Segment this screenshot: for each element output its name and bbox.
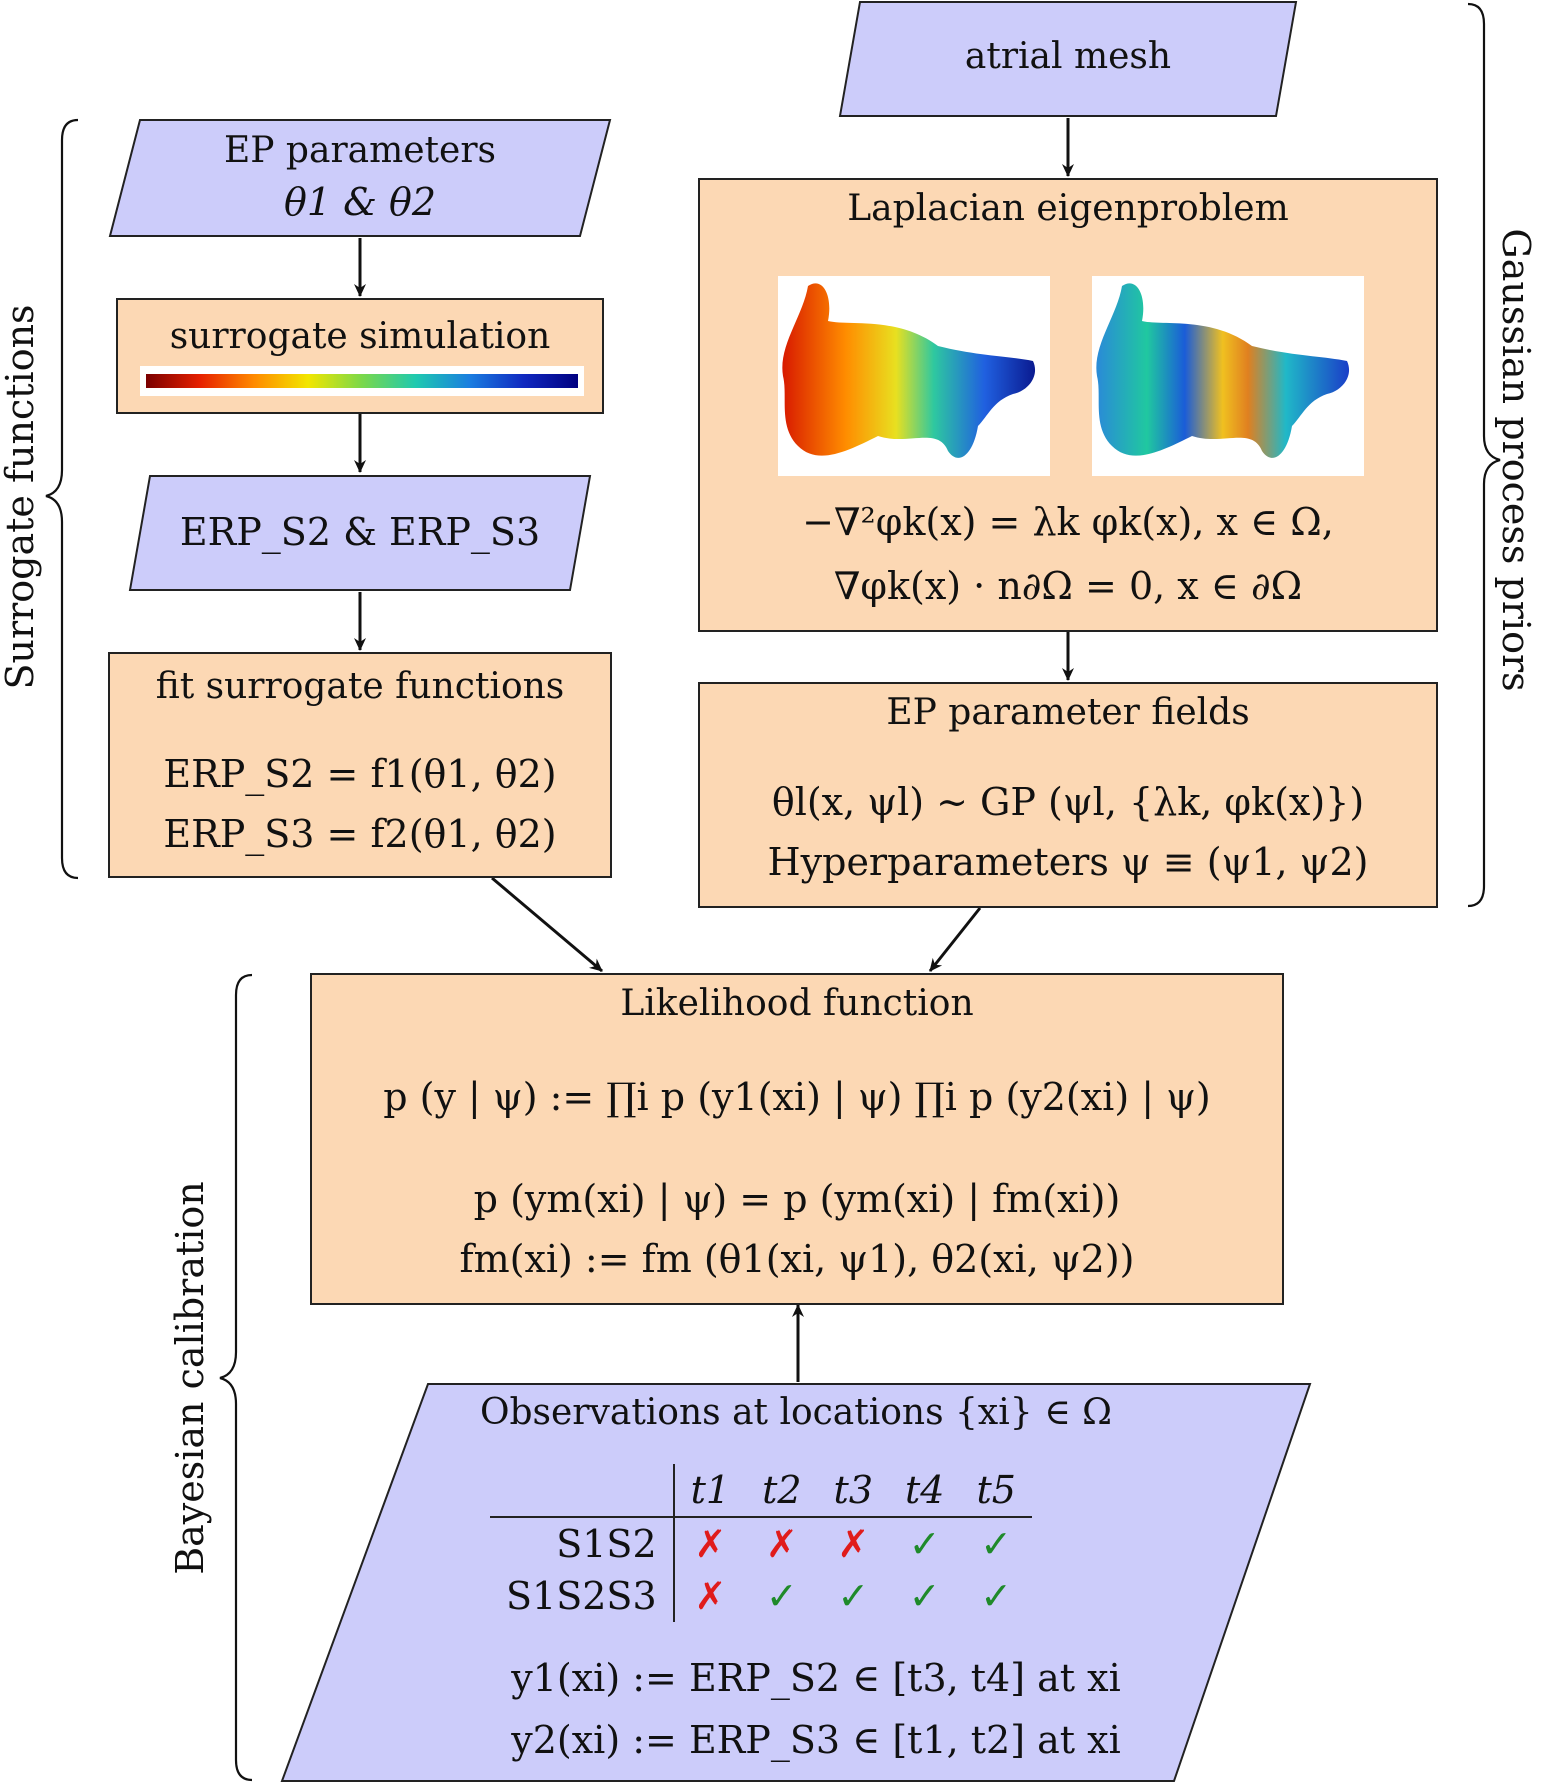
check-icon: ✓ bbox=[765, 1574, 798, 1618]
row-label: S1S2S3 bbox=[490, 1570, 675, 1622]
cross-icon: ✗ bbox=[694, 1574, 727, 1618]
fit-eq-s3: ERP_S3 = f2(θ1, θ2) bbox=[163, 812, 557, 856]
check-icon: ✓ bbox=[837, 1574, 870, 1618]
observations-title: Observations at locations {xi} ∈ Ω bbox=[479, 1392, 1113, 1433]
likelihood-eq1: p (y | ψ) := ∏i p (y1(xi) | ψ) ∏i p (y2(… bbox=[383, 1075, 1211, 1119]
table-row: S1S2S3 ✗ ✓ ✓ ✓ ✓ bbox=[490, 1570, 1032, 1622]
table-corner bbox=[490, 1464, 675, 1518]
column-header: t4 bbox=[889, 1464, 961, 1518]
check-icon: ✓ bbox=[908, 1522, 941, 1566]
erp-box-label: ERP_S2 & ERP_S3 bbox=[179, 510, 541, 554]
cross-icon: ✗ bbox=[837, 1522, 870, 1566]
ep-parameters-box: EP parameters θ1 & θ2 bbox=[108, 118, 612, 238]
observation-def-y2: y2(xi) := ERP_S3 ∈ [t1, t2] at xi bbox=[511, 1718, 1121, 1762]
check-icon: ✓ bbox=[908, 1574, 941, 1618]
check-icon: ✓ bbox=[980, 1522, 1013, 1566]
column-header: t2 bbox=[746, 1464, 818, 1518]
likelihood-title: Likelihood function bbox=[620, 983, 974, 1024]
ep-parameter-fields-box: EP parameter fields θl(x, ψl) ∼ GP (ψl, … bbox=[698, 682, 1438, 908]
likelihood-eq3: fm(xi) := fm (θ1(xi, ψ1), θ2(xi, ψ2)) bbox=[459, 1237, 1135, 1281]
surrogate-simulation-title: surrogate simulation bbox=[169, 316, 551, 357]
label-surrogate-functions: Surrogate functions bbox=[0, 304, 42, 690]
fields-hyperparameters: Hyperparameters ψ ≡ (ψ1, ψ2) bbox=[767, 840, 1369, 884]
atrial-mesh-label: atrial mesh bbox=[964, 36, 1172, 77]
cross-icon: ✗ bbox=[765, 1522, 798, 1566]
label-gaussian-process-priors: Gaussian process priors bbox=[1494, 228, 1538, 692]
likelihood-box: Likelihood function p (y | ψ) := ∏i p (y… bbox=[310, 973, 1284, 1305]
fit-surrogate-title: fit surrogate functions bbox=[155, 666, 565, 707]
laplacian-eq2: ∇φk(x) · n∂Ω = 0, x ∈ ∂Ω bbox=[833, 564, 1303, 608]
fields-eq-gp: θl(x, ψl) ∼ GP (ψl, {λk, φk(x)}) bbox=[771, 780, 1365, 824]
ep-parameters-thetas: θ1 & θ2 bbox=[283, 180, 437, 224]
arrow-fields-to-likelihood bbox=[928, 907, 982, 972]
ep-parameters-title: EP parameters bbox=[223, 130, 497, 171]
erp-box: ERP_S2 & ERP_S3 bbox=[128, 474, 592, 592]
check-icon: ✓ bbox=[980, 1574, 1013, 1618]
column-header: t5 bbox=[960, 1464, 1032, 1518]
fields-title: EP parameter fields bbox=[886, 692, 1250, 733]
laplacian-box: Laplacian eigenproblem bbox=[698, 178, 1438, 632]
brace-bayesian bbox=[219, 973, 253, 1782]
atrial-mesh-box: atrial mesh bbox=[838, 0, 1298, 118]
cross-icon: ✗ bbox=[694, 1522, 727, 1566]
observation-def-y1: y1(xi) := ERP_S2 ∈ [t3, t4] at xi bbox=[511, 1656, 1121, 1700]
surrogate-colorbar-strip bbox=[140, 366, 584, 396]
column-header: t3 bbox=[817, 1464, 889, 1518]
brace-gaussian bbox=[1467, 2, 1501, 908]
eigenmode-image-2 bbox=[1092, 276, 1364, 476]
eigenmode-image-1 bbox=[778, 276, 1050, 476]
likelihood-eq2: p (ym(xi) | ψ) = p (ym(xi) | fm(xi)) bbox=[473, 1177, 1121, 1221]
fit-eq-s2: ERP_S2 = f1(θ1, θ2) bbox=[163, 752, 557, 796]
table-row: S1S2 ✗ ✗ ✗ ✓ ✓ bbox=[490, 1517, 1032, 1570]
fit-surrogate-box: fit surrogate functions ERP_S2 = f1(θ1, … bbox=[108, 652, 612, 878]
column-header: t1 bbox=[673, 1464, 747, 1518]
arrow-fit-to-likelihood bbox=[491, 876, 603, 973]
label-bayesian-calibration: Bayesian calibration bbox=[168, 1181, 212, 1575]
surrogate-simulation-box: surrogate simulation bbox=[116, 298, 604, 414]
brace-surrogate bbox=[45, 118, 79, 880]
row-label: S1S2 bbox=[490, 1517, 675, 1570]
laplacian-eq1: −∇²φk(x) = λk φk(x), x ∈ Ω, bbox=[802, 500, 1334, 544]
laplacian-title: Laplacian eigenproblem bbox=[847, 188, 1289, 229]
